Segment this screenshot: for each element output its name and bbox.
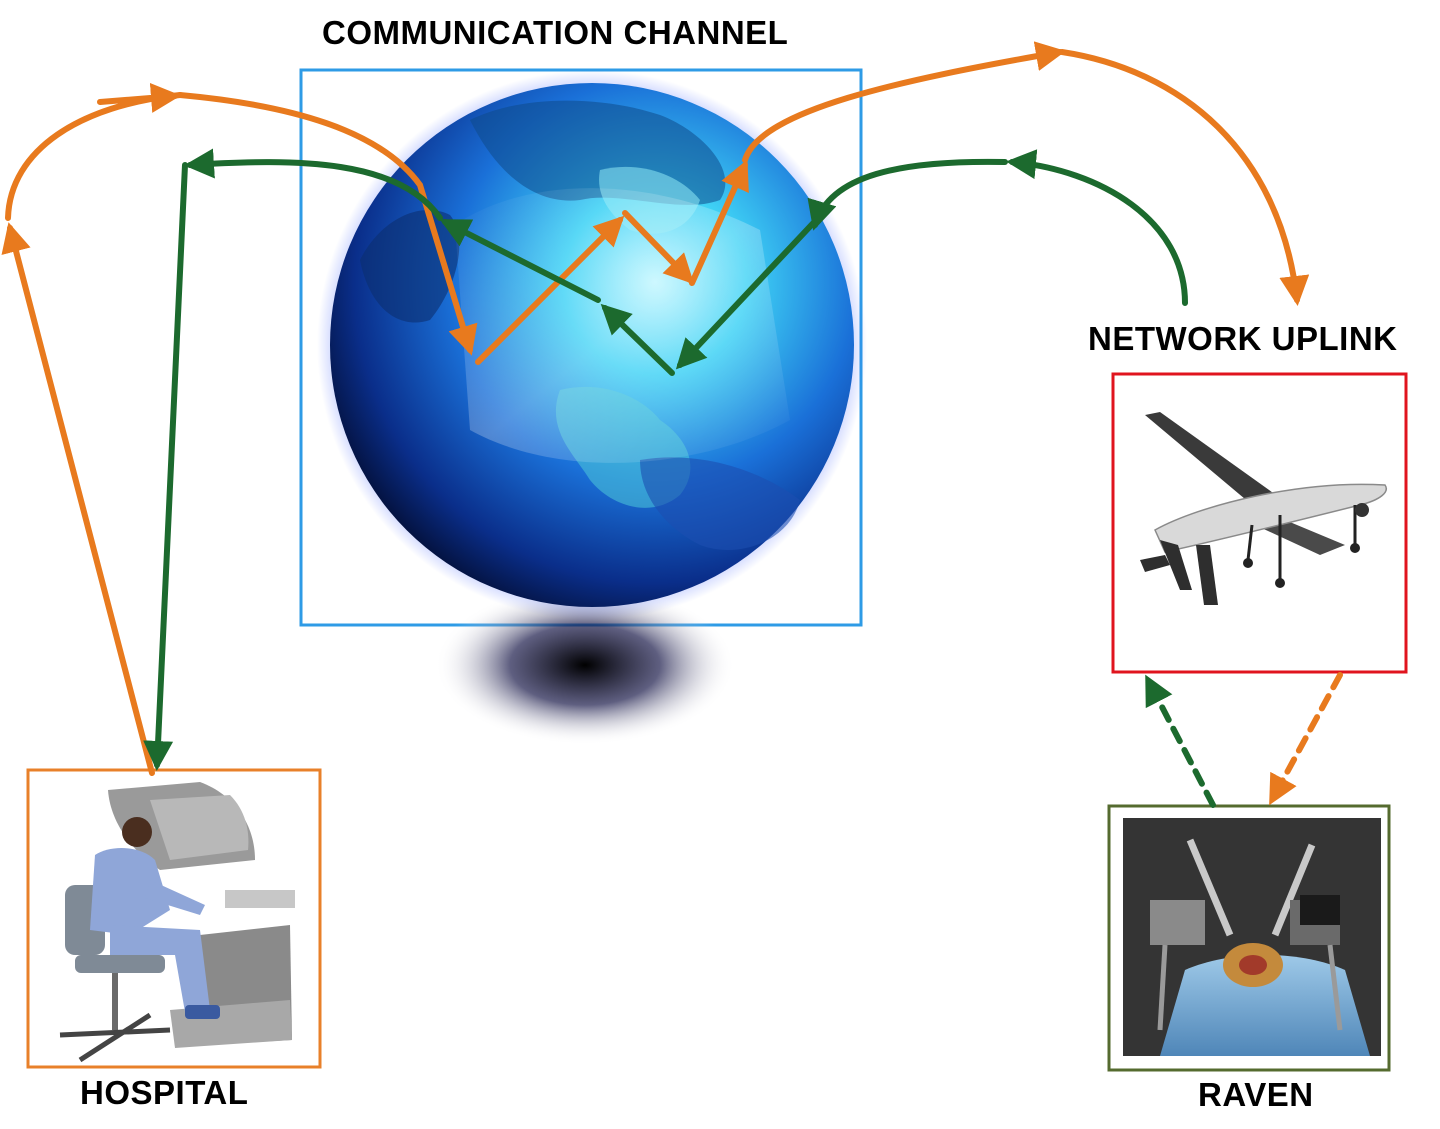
surgeon-console-icon (59, 782, 295, 1063)
orange-down-to-uplink (1059, 49, 1310, 306)
drone-icon (1140, 412, 1387, 605)
raven-label: RAVEN (1198, 1076, 1314, 1113)
globe-icon (317, 70, 867, 620)
communication-channel-node (299, 68, 867, 745)
orange-arc-left (5, 92, 183, 221)
orange-zig-1 (475, 215, 625, 365)
green-down-to-hospital (143, 162, 188, 771)
globe-shadow (435, 585, 735, 745)
orange-arc-left-head (97, 82, 181, 113)
orange-path (1, 41, 1343, 806)
green-path (143, 148, 1216, 808)
green-zig-1 (600, 303, 675, 376)
orange-zig-3 (689, 159, 749, 286)
surgical-robot-icon (1123, 818, 1381, 1056)
orange-zig-2 (622, 210, 695, 285)
raven-node (1107, 804, 1391, 1072)
orange-uplink-to-raven (1269, 672, 1343, 806)
hospital-label: HOSPITAL (80, 1074, 249, 1111)
green-zig-2 (439, 219, 601, 303)
green-raven-to-uplink (1145, 674, 1216, 808)
orange-hospital-up (1, 222, 155, 776)
orange-into-globe (177, 92, 478, 356)
network-uplink-node (1111, 372, 1408, 674)
green-uplink-up (1006, 149, 1188, 306)
green-arc-right (807, 158, 1008, 231)
hospital-node (26, 768, 322, 1069)
green-arc-left (184, 148, 443, 221)
green-into-globe (675, 215, 821, 370)
network-uplink-label: NETWORK UPLINK (1088, 320, 1398, 357)
communication-channel-label: COMMUNICATION CHANNEL (322, 14, 789, 51)
orange-arc-right (742, 41, 1066, 163)
